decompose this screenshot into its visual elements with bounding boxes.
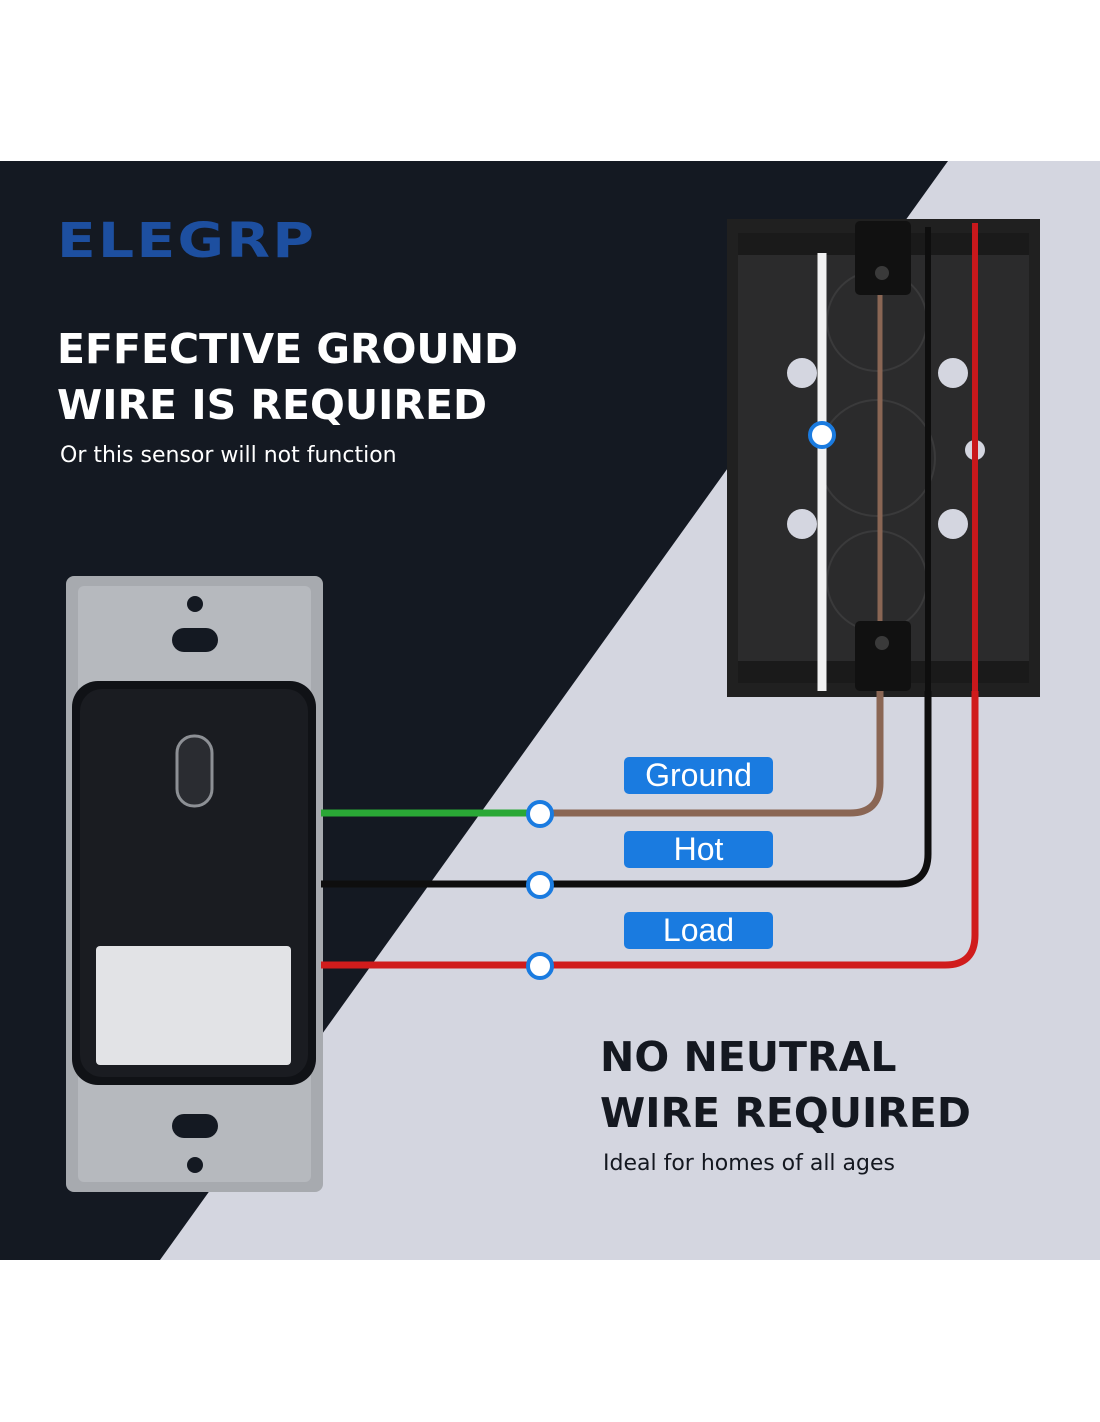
mounting-tab [855,221,911,295]
motion-sensor-switch [66,576,323,1192]
ground-headline-line2: WIRE IS REQUIRED [57,381,487,429]
neutral-connection-dot [808,421,836,449]
ground-connection-dot [526,800,554,828]
ground-subheadline: Or this sensor will not function [60,443,397,468]
load-connection-dot [526,952,554,980]
hot-label: Hot [624,831,773,868]
mounting-tab [855,621,911,691]
ground-wire [321,691,884,828]
knockout-hole [787,358,817,388]
neutral-headline-line2: WIRE REQUIRED [600,1089,971,1137]
load-label: Load [624,912,773,949]
junction-box [727,219,1040,697]
wiring-diagram [0,161,1040,1260]
ground-headline-line1: EFFECTIVE GROUND [57,325,519,373]
ground-label: Ground [624,757,773,794]
knockout-hole [938,509,968,539]
brand-logo: ELEGRP [57,213,317,269]
knockout-hole [938,358,968,388]
neutral-headline-line1: NO NEUTRAL [600,1033,897,1081]
hot-connection-dot [526,871,554,899]
infographic-panel: ELEGRP EFFECTIVE GROUND WIRE IS REQUIRED… [0,161,1100,1260]
hot-wire [321,691,932,899]
load-wire [321,691,979,980]
motion-sensor-lens [96,946,291,1065]
knockout-hole [787,509,817,539]
led-indicator [175,734,214,808]
neutral-subheadline: Ideal for homes of all ages [603,1151,895,1176]
